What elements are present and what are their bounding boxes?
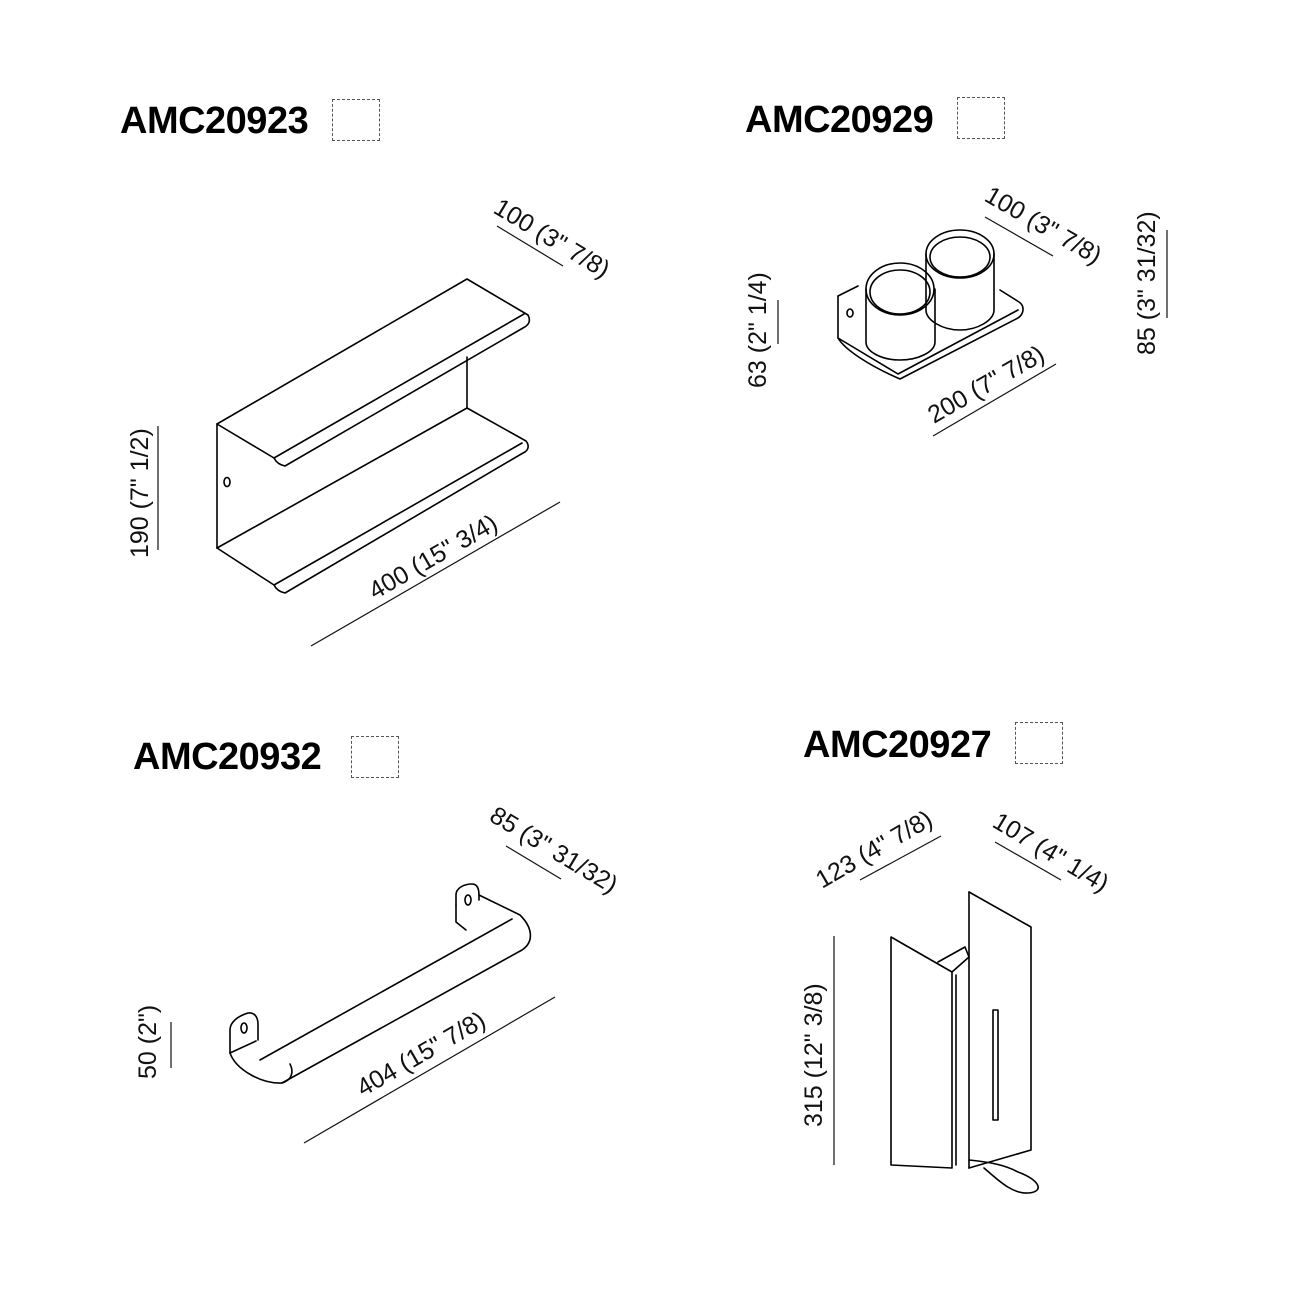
product-code-amc20923: AMC20923 <box>120 100 309 142</box>
depth-dim-line-amc20932 <box>505 845 562 880</box>
select-checkbox-amc20932[interactable] <box>351 736 399 778</box>
height-dimension-amc20932: 50 (2") <box>134 1005 162 1079</box>
towel-bar-drawing-amc20932 <box>229 883 532 1084</box>
total-height-dimension-amc20929: 85 (3" 31/32) <box>1133 211 1161 355</box>
cup-holder-drawing-amc20929 <box>837 229 1024 380</box>
product-code-amc20927: AMC20927 <box>803 724 992 766</box>
width-dim-line-amc20927 <box>859 835 942 881</box>
width-dimension-amc20923: 400 (15" 3/4) <box>364 509 502 605</box>
height-dimension-amc20923: 190 (7" 1/2) <box>126 428 154 558</box>
depth-dim-line-amc20929 <box>984 216 1054 257</box>
depth-dim-line-amc20927 <box>994 841 1062 881</box>
shelf-drawing-amc20923 <box>216 278 531 594</box>
height-dimension-amc20927: 315 (12" 3/8) <box>800 983 828 1127</box>
select-checkbox-amc20923[interactable] <box>332 99 380 141</box>
cup-height-dimension-amc20929: 63 (2" 1/4) <box>744 272 772 388</box>
select-checkbox-amc20927[interactable] <box>1015 722 1063 764</box>
width-dimension-amc20929: 200 (7" 7/8) <box>923 340 1049 429</box>
depth-dimension-amc20923: 100 (3" 7/8) <box>489 193 615 284</box>
depth-dim-line-amc20923 <box>496 225 564 267</box>
depth-dimension-amc20932: 85 (3" 31/32) <box>485 801 623 899</box>
width-dim-line-amc20923 <box>310 501 561 647</box>
width-dim-line-amc20929 <box>932 363 1057 437</box>
dispenser-drawing-amc20927 <box>890 891 1039 1194</box>
width-dimension-amc20927: 123 (4" 7/8) <box>811 805 937 894</box>
product-code-amc20929: AMC20929 <box>745 99 934 141</box>
width-dim-line-amc20932 <box>303 996 556 1144</box>
product-code-amc20932: AMC20932 <box>133 736 322 778</box>
width-dimension-amc20932: 404 (15" 7/8) <box>352 1006 490 1102</box>
select-checkbox-amc20929[interactable] <box>957 97 1005 139</box>
depth-dimension-amc20927: 107 (4" 1/4) <box>988 807 1114 898</box>
